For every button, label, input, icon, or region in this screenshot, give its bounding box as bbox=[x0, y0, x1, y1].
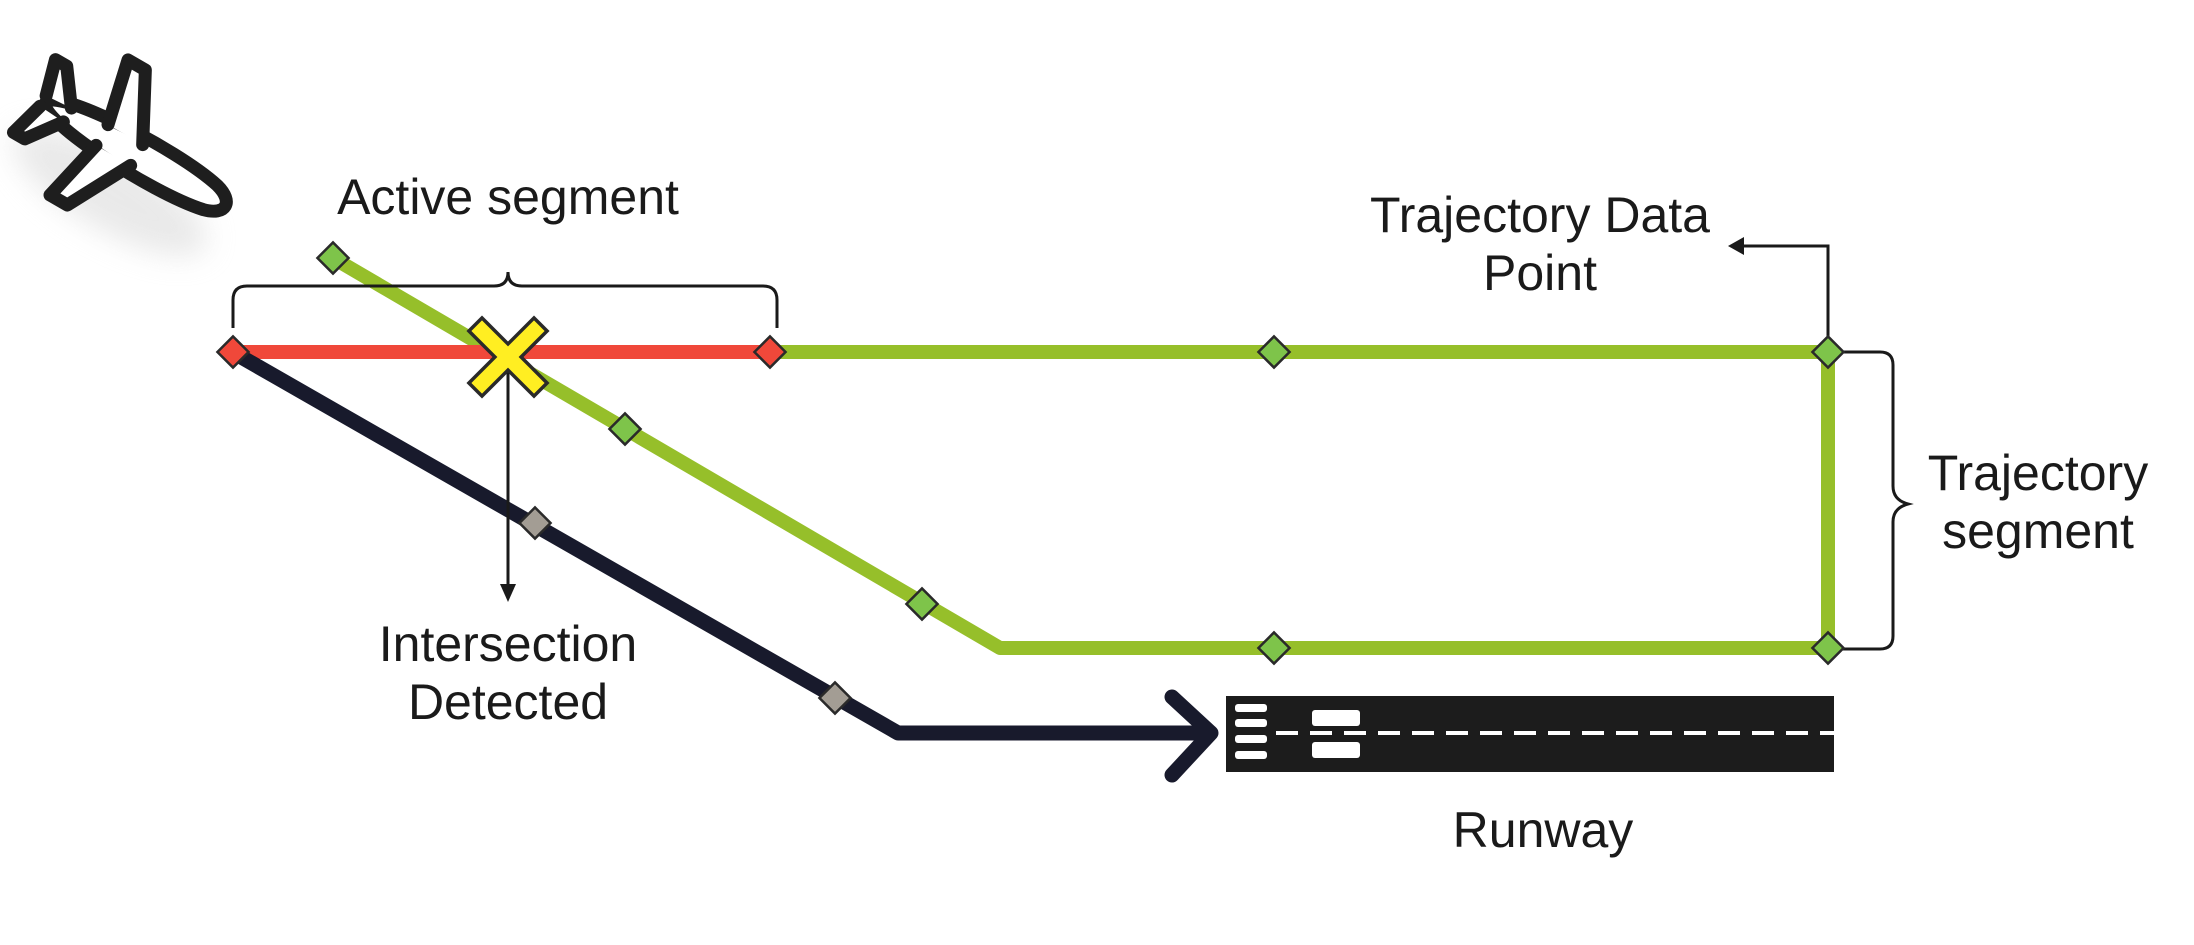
planned-trajectory bbox=[329, 251, 1835, 655]
trajectory-point bbox=[315, 240, 351, 276]
airplane-icon bbox=[6, 53, 233, 257]
trajectory-point bbox=[1810, 630, 1846, 666]
trajectory-point bbox=[1810, 334, 1846, 370]
active-segment-start-point bbox=[215, 334, 251, 370]
intersection-callout-arrow bbox=[500, 365, 516, 602]
path-arrowhead bbox=[1164, 689, 1219, 783]
trajectory-data-point-label-line1: Trajectory Data bbox=[1370, 187, 1710, 243]
intersection-label-line2: Detected bbox=[408, 674, 608, 730]
trajectory-point bbox=[904, 586, 940, 622]
flight-path-point bbox=[817, 680, 853, 716]
trajectory-point bbox=[1256, 630, 1292, 666]
trajectory-segment-brace bbox=[1840, 350, 1914, 651]
runway-label: Runway bbox=[1453, 802, 1634, 858]
trajectory-point bbox=[1256, 334, 1292, 370]
active-segment-brace bbox=[231, 271, 779, 328]
trajectory-diagonal-line bbox=[329, 251, 1835, 655]
active-segment-end-point bbox=[752, 334, 788, 370]
trajectory-segment-label-line2: segment bbox=[1942, 503, 2134, 559]
trajectory-segment-label-line1: Trajectory bbox=[1928, 445, 2148, 501]
active-segment-label: Active segment bbox=[337, 169, 679, 225]
flight-path-point bbox=[517, 505, 553, 541]
x-mark-icon bbox=[466, 315, 550, 399]
actual-flight-path bbox=[232, 347, 1219, 783]
trajectory-data-points bbox=[215, 240, 1846, 716]
intersection-label-line1: Intersection bbox=[379, 616, 637, 672]
trajectory-data-point-label-line2: Point bbox=[1483, 245, 1597, 301]
trajectory-point bbox=[607, 411, 643, 447]
runway-icon bbox=[1226, 696, 1834, 772]
data-point-callout-arrow bbox=[1728, 237, 1830, 336]
